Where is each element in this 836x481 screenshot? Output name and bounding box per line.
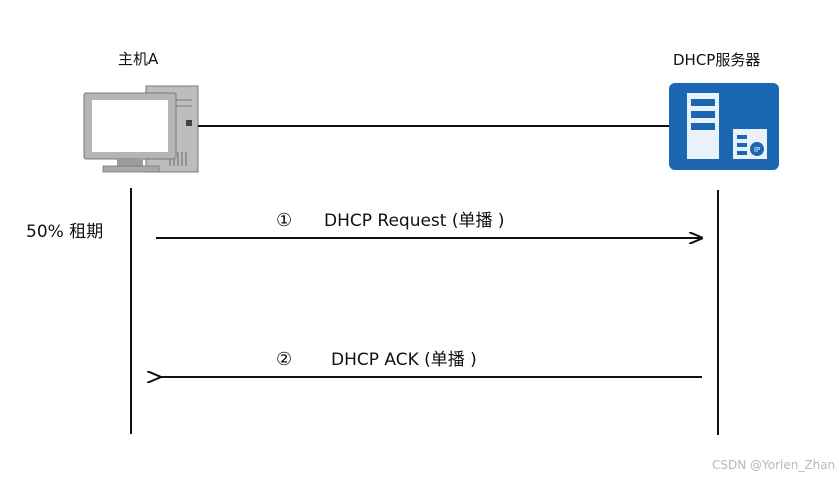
desktop-computer-icon — [83, 85, 199, 173]
watermark: CSDN @Yorlen_Zhang — [712, 458, 836, 472]
request-message-label: DHCP Request (单播 ) — [324, 211, 505, 231]
ack-message-label: DHCP ACK (单播 ) — [331, 350, 477, 370]
lease-label: 50% 租期 — [26, 222, 104, 242]
step-number: ② — [276, 349, 293, 370]
server-label: DHCP服务器 — [673, 51, 761, 69]
svg-text:IP: IP — [754, 146, 760, 154]
step-number: ① — [276, 210, 293, 231]
dhcp-server-icon: IP — [669, 83, 779, 170]
host-label: 主机A — [118, 50, 159, 68]
